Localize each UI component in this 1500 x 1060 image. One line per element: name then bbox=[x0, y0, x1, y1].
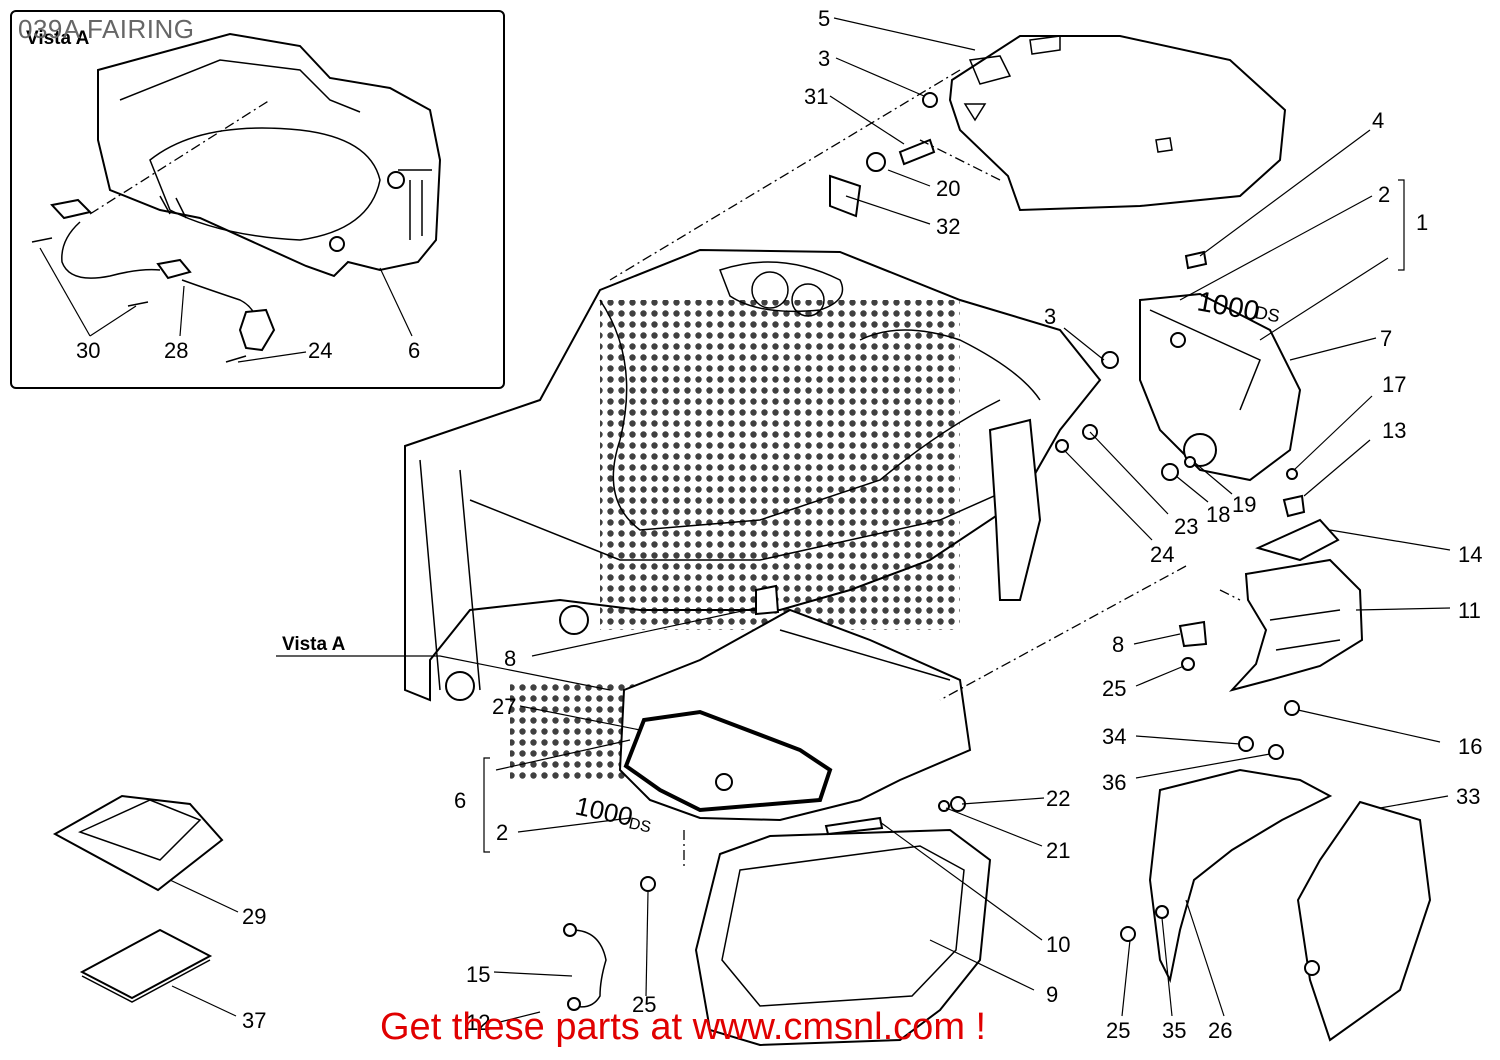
instrument-cover bbox=[948, 35, 1287, 212]
inset-label: Vista A bbox=[26, 28, 90, 49]
callout-4: 4 bbox=[1372, 108, 1384, 133]
callout-26: 26 bbox=[1208, 1018, 1232, 1043]
callout-9: 9 bbox=[1046, 982, 1058, 1007]
callout-13: 13 bbox=[1382, 418, 1406, 443]
hardware-fasteners bbox=[640, 92, 1306, 942]
callout-numbers: 5 3 31 20 32 4 2 1 3 7 17 13 23 18 19 24… bbox=[76, 6, 1482, 1043]
decal-inner-suffix: DS bbox=[627, 815, 652, 836]
callout-21: 21 bbox=[1046, 838, 1070, 863]
callout-15: 15 bbox=[466, 962, 490, 987]
callout-23: 23 bbox=[1174, 514, 1198, 539]
callout-33: 33 bbox=[1456, 784, 1480, 809]
lower-spoiler bbox=[1228, 518, 1364, 692]
callout-19: 19 bbox=[1232, 492, 1256, 517]
callout-12: 12 bbox=[466, 1010, 490, 1035]
callout-7: 7 bbox=[1380, 326, 1392, 351]
callout-20: 20 bbox=[936, 176, 960, 201]
front-mudguard bbox=[1148, 768, 1432, 1042]
callout-5: 5 bbox=[818, 6, 830, 31]
callout-17: 17 bbox=[1382, 372, 1406, 397]
callout-18: 18 bbox=[1206, 502, 1230, 527]
owner-manual bbox=[79, 928, 213, 1003]
document-pouch bbox=[52, 794, 224, 892]
decal-inner-model: 1000 bbox=[573, 791, 636, 832]
callout-25: 25 bbox=[1102, 676, 1126, 701]
callout-1: 1 bbox=[1416, 210, 1428, 235]
callout-2-b: 2 bbox=[496, 820, 508, 845]
callout-22: 22 bbox=[1046, 786, 1070, 811]
inset-instrument-housing bbox=[97, 32, 442, 278]
assembly-lines bbox=[609, 69, 1241, 870]
callout-10: 10 bbox=[1046, 932, 1070, 957]
callout-29: 29 bbox=[242, 904, 266, 929]
main-view-label: Vista A bbox=[282, 634, 346, 655]
callout-25-c: 25 bbox=[1106, 1018, 1130, 1043]
page-title: 039A FAIRING bbox=[18, 14, 195, 44]
side-panel bbox=[694, 828, 992, 1047]
callout-37: 37 bbox=[242, 1008, 266, 1033]
callout-28: 28 bbox=[164, 338, 188, 363]
callout-3-b: 3 bbox=[1044, 304, 1056, 329]
callout-3: 3 bbox=[818, 46, 830, 71]
frame-and-tank bbox=[404, 248, 1102, 780]
decal-fairing-suffix: DS bbox=[1253, 302, 1281, 326]
promo-link[interactable]: Get these parts at www.cmsnl.com ! bbox=[380, 1006, 987, 1048]
inset-sensor-cable bbox=[31, 99, 276, 363]
callout-8: 8 bbox=[504, 646, 516, 671]
callout-24: 24 bbox=[1150, 542, 1174, 567]
callout-6-b: 6 bbox=[408, 338, 420, 363]
callout-25-b: 25 bbox=[632, 992, 656, 1017]
callout-24-b: 24 bbox=[308, 338, 332, 363]
callout-32: 32 bbox=[936, 214, 960, 239]
callout-11: 11 bbox=[1458, 598, 1481, 623]
wiring-lead bbox=[563, 923, 607, 1011]
callout-34: 34 bbox=[1102, 724, 1126, 749]
callout-6: 6 bbox=[454, 788, 466, 813]
callout-30: 30 bbox=[76, 338, 100, 363]
inner-fairing bbox=[618, 608, 972, 822]
callout-36: 36 bbox=[1102, 770, 1126, 795]
callout-8-b: 8 bbox=[1112, 632, 1124, 657]
callout-35: 35 bbox=[1162, 1018, 1186, 1043]
headlight-fairing bbox=[1139, 292, 1302, 482]
callout-27: 27 bbox=[492, 694, 516, 719]
callout-16: 16 bbox=[1458, 734, 1482, 759]
callout-14: 14 bbox=[1458, 542, 1482, 567]
leader-lines bbox=[39, 17, 1451, 1023]
callout-2: 2 bbox=[1378, 182, 1390, 207]
callout-31: 31 bbox=[804, 84, 828, 109]
